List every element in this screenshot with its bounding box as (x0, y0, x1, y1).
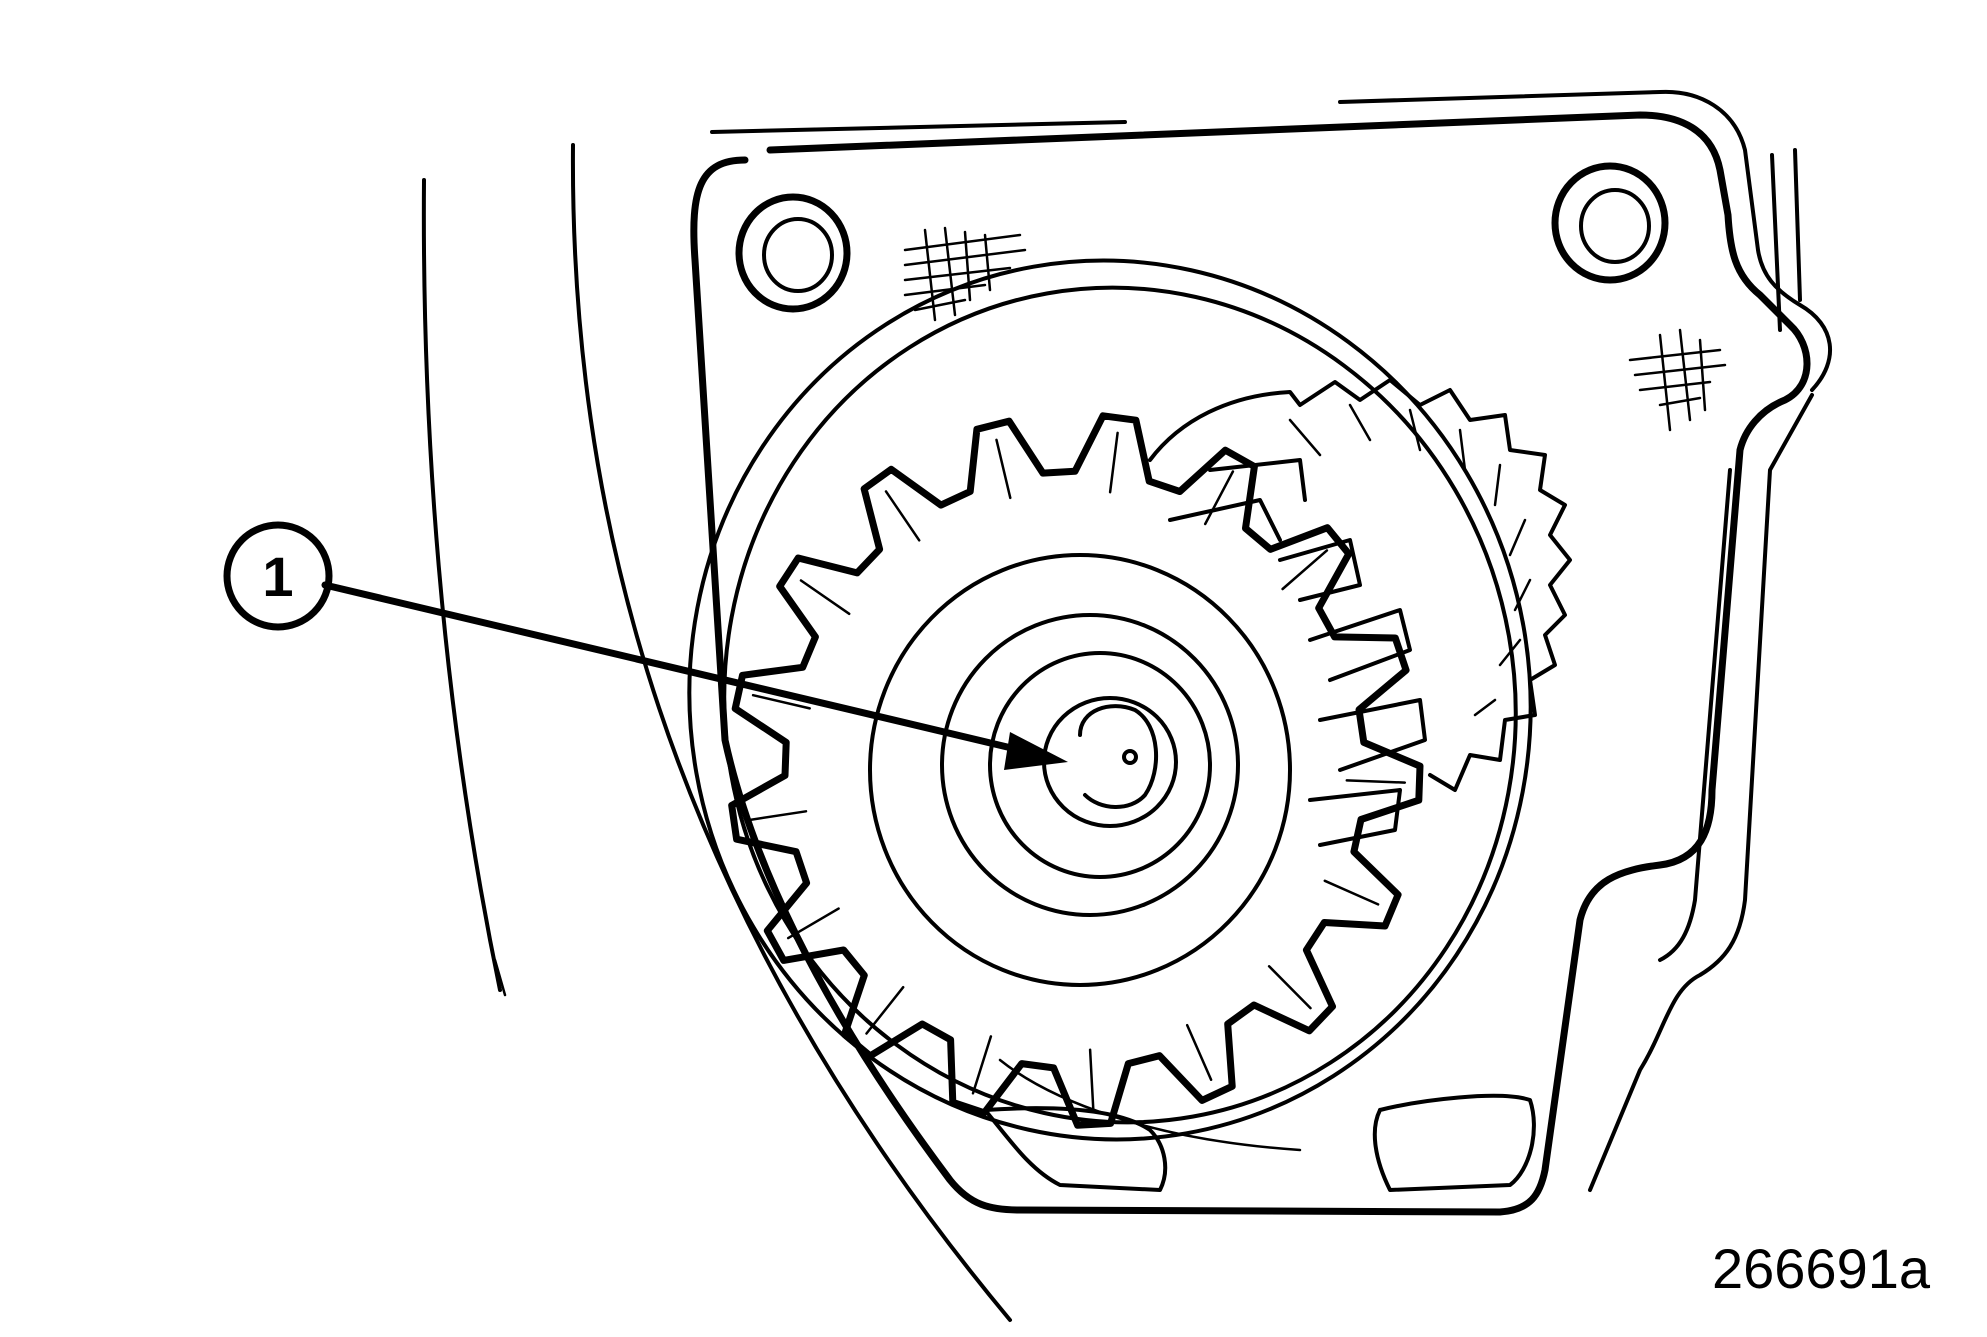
callout-1: 1 (223, 521, 333, 631)
callout-1-label: 1 (262, 545, 293, 608)
casting-mark-right (1628, 328, 1727, 432)
mounting-plate (690, 89, 1833, 1216)
housing-outline-left (421, 143, 1012, 1322)
rear-gear (1148, 378, 1572, 792)
casting-mark-left (903, 226, 1027, 322)
lower-pockets (983, 1093, 1536, 1192)
callout-1-leader (321, 581, 1068, 770)
mounting-hole-right (1551, 162, 1669, 284)
pinion-gear (728, 412, 1427, 1129)
mounting-hole-left (735, 193, 851, 313)
figure-id: 266691a (1712, 1237, 1931, 1300)
